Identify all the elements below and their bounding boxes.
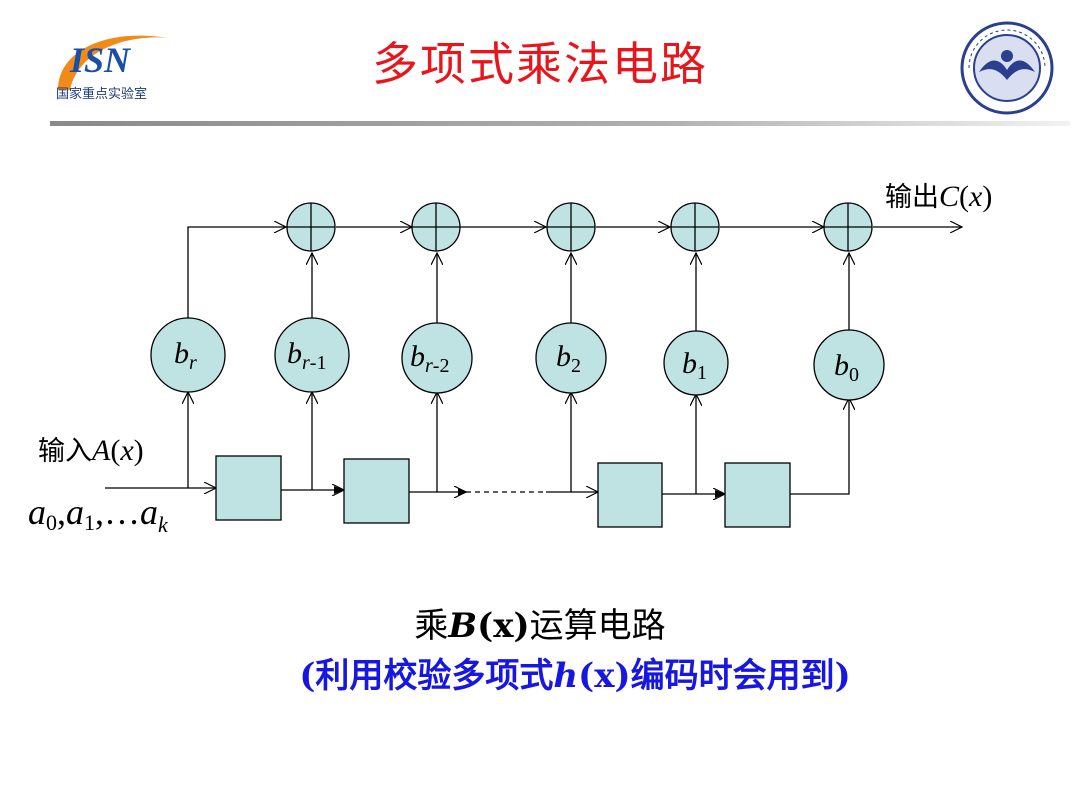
caption-note: (利用校验多项式h(x)编码时会用到): [0, 648, 1080, 697]
coef-node-b0: [813, 329, 885, 401]
input-label: 输入A(x): [38, 434, 144, 467]
caption-main-var: B: [448, 606, 478, 646]
coef-node-b1: [663, 330, 729, 396]
register-2: [343, 458, 410, 524]
title-rule: [50, 121, 1070, 126]
register-4: [724, 462, 791, 528]
coef-node-b2: [535, 322, 607, 394]
coef-label-br: br: [174, 337, 197, 374]
coef-node-br1: [274, 317, 350, 393]
logo-mark: ISN: [69, 40, 132, 80]
caption-note-var: h: [553, 656, 579, 696]
register-1: [215, 455, 282, 521]
isn-logo: ISN 国家重点实验室: [56, 35, 168, 101]
coef-label-br2: br-2: [410, 340, 449, 377]
slide-title: 多项式乘法电路: [372, 37, 708, 91]
shift-registers: [215, 455, 791, 528]
adder-1: [286, 202, 336, 252]
logo-text: 国家重点实验室: [56, 86, 147, 101]
coef-label-br1: br-1: [287, 337, 326, 374]
output-label: 输出C(x): [885, 180, 992, 213]
junction-dots: [334, 486, 725, 498]
caption-note-prefix: (利用校验多项式: [299, 656, 554, 696]
adder-4: [670, 202, 720, 252]
caption-main-suffix: 运算电路: [529, 606, 666, 646]
adders: [286, 202, 873, 252]
university-seal: [960, 21, 1054, 115]
caption-main-arg: (x): [477, 606, 530, 646]
caption-main: 乘B(x)运算电路: [0, 598, 1080, 647]
multiplier-circuit: br br-1 br-2 b2 b1 b0 输出C(x) 输入A(x) a0,a…: [28, 180, 992, 537]
coef-label-b1: b1: [682, 347, 707, 384]
input-sequence: a0,a1,…ak: [28, 492, 169, 537]
caption-main-prefix: 乘: [414, 606, 449, 646]
caption-note-arg: (x): [578, 656, 631, 696]
coef-label-b2: b2: [556, 340, 581, 377]
coef-label-b0: b0: [834, 349, 859, 386]
logo-swoosh: [58, 35, 168, 90]
wires: [105, 227, 962, 494]
register-3: [597, 462, 663, 528]
adder-2: [411, 202, 461, 252]
coefficient-nodes: [150, 317, 885, 401]
adder-3: [546, 202, 596, 252]
adder-5: [823, 202, 873, 252]
caption-note-suffix: 编码时会用到): [630, 656, 851, 696]
coefficient-labels: br br-1 br-2 b2 b1 b0: [174, 337, 859, 386]
coef-node-br: [150, 317, 226, 393]
coef-node-br2: [401, 322, 473, 394]
